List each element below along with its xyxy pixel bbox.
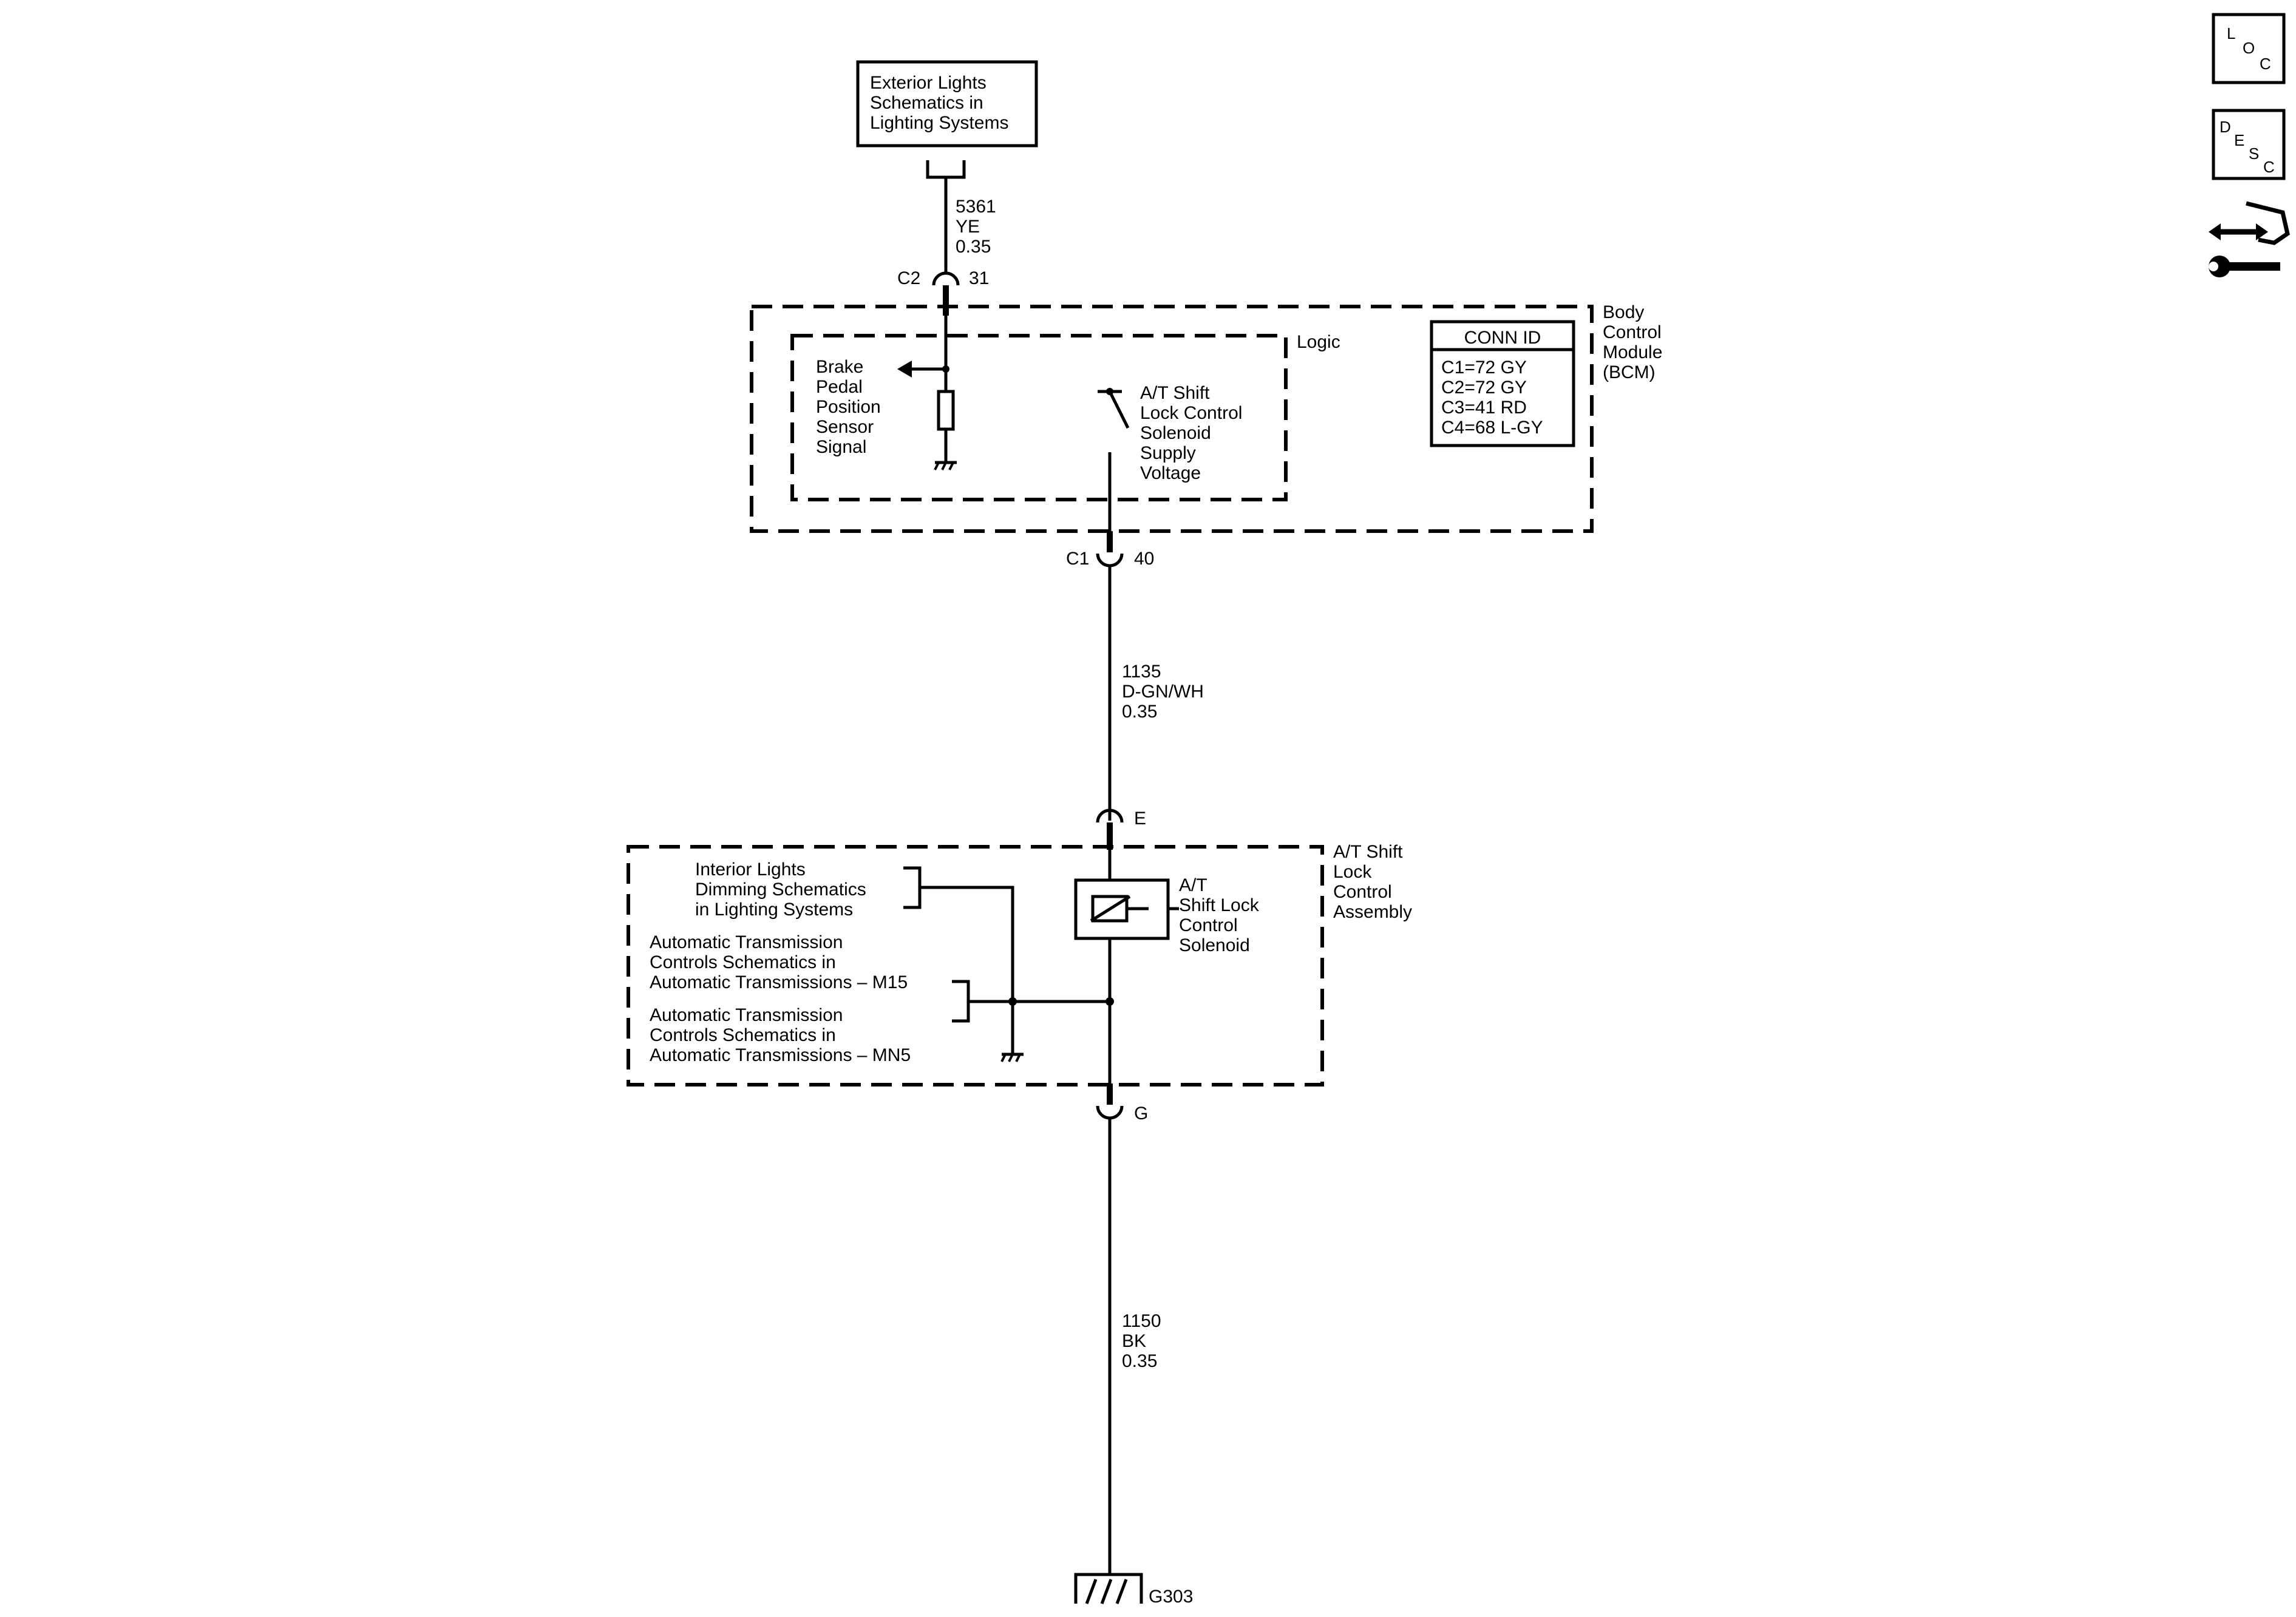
interior-ref-line-1: Interior Lights bbox=[695, 859, 806, 880]
supply-label-3: Solenoid bbox=[1140, 423, 1211, 443]
interior-ref-line-3: in Lighting Systems bbox=[695, 900, 853, 920]
exterior-lights-reference[interactable]: Exterior Lights Schematics in Lighting S… bbox=[856, 60, 1038, 147]
shift-lock-supply-switch[interactable] bbox=[1098, 388, 1130, 549]
solenoid-label-4: Solenoid bbox=[1179, 935, 1250, 955]
c1-label: C1 bbox=[1066, 549, 1089, 569]
bpp-label-1: Brake bbox=[816, 357, 863, 377]
mn5-ref-line-1: Automatic Transmission bbox=[650, 1005, 843, 1025]
conn-id-row-c2: C2=72 GY bbox=[1441, 378, 1527, 398]
wire-5361-circuit: 5361 bbox=[956, 197, 996, 217]
bcm-label-3: Module bbox=[1603, 342, 1662, 362]
assembly-label-3: Control bbox=[1333, 882, 1392, 902]
wire-1135-size: 0.35 bbox=[1122, 702, 1157, 722]
assembly-label-1: A/T Shift bbox=[1333, 842, 1403, 862]
wire-1150-color: BK bbox=[1122, 1331, 1146, 1351]
wire-1135-circuit: 1135 bbox=[1122, 662, 1161, 682]
wire-1135-color: D-GN/WH bbox=[1122, 682, 1204, 702]
conn-id-row-c3: C3=41 RD bbox=[1441, 398, 1527, 418]
mn5-ref-line-3: Automatic Transmissions – MN5 bbox=[650, 1045, 911, 1065]
wire-1150-size: 0.35 bbox=[1122, 1351, 1157, 1371]
bcm-label-4: (BCM) bbox=[1603, 362, 1656, 382]
transmission-mn5-reference[interactable]: Automatic Transmission Controls Schemati… bbox=[650, 1005, 911, 1065]
bpp-label-4: Sensor bbox=[816, 417, 874, 437]
conn-id-title: CONN ID bbox=[1464, 328, 1541, 348]
ground-g303-label: G303 bbox=[1149, 1587, 1193, 1607]
bpp-label-5: Signal bbox=[816, 437, 866, 457]
connector-wrench-icon[interactable] bbox=[2209, 201, 2290, 277]
mn5-ref-line-2: Controls Schematics in bbox=[650, 1025, 836, 1045]
logic-outline bbox=[790, 334, 1288, 501]
wire-5361-size: 0.35 bbox=[956, 237, 991, 257]
c1-pin: 40 bbox=[1134, 549, 1154, 569]
brake-pedal-sensor-circuit[interactable] bbox=[897, 316, 957, 470]
desc-letter-d: D bbox=[2220, 118, 2231, 136]
wire-1150-circuit: 1150 bbox=[1122, 1311, 1161, 1331]
interior-lights-feed-wire bbox=[920, 886, 1014, 1053]
loc-button[interactable]: L O C bbox=[2212, 13, 2286, 84]
exterior-ref-line-1: Exterior Lights bbox=[870, 73, 987, 93]
interior-ref-line-2: Dimming Schematics bbox=[695, 880, 866, 900]
supply-label-2: Lock Control bbox=[1140, 403, 1242, 423]
loc-letter-c: C bbox=[2260, 55, 2271, 73]
shift-lock-assembly-outline bbox=[627, 845, 1324, 1086]
logic-label: Logic bbox=[1297, 332, 1340, 352]
assembly-label-2: Lock bbox=[1333, 862, 1372, 882]
e-pin: E bbox=[1134, 808, 1146, 829]
desc-button[interactable]: D E S C bbox=[2212, 109, 2286, 180]
desc-letter-c: C bbox=[2263, 158, 2275, 176]
resistor-icon bbox=[937, 390, 955, 431]
conn-id-row-c1: C1=72 GY bbox=[1441, 358, 1527, 378]
shift-lock-solenoid[interactable] bbox=[1074, 850, 1179, 1086]
bpp-label-3: Position bbox=[816, 397, 881, 417]
transmission-bracket bbox=[952, 980, 970, 1023]
m15-ref-line-1: Automatic Transmission bbox=[650, 932, 843, 952]
c2-pin: 31 bbox=[969, 268, 989, 288]
transmission-m15-reference[interactable]: Automatic Transmission Controls Schemati… bbox=[650, 932, 908, 992]
loc-letter-o: O bbox=[2243, 39, 2255, 57]
g-pin: G bbox=[1134, 1103, 1148, 1124]
m15-ref-line-2: Controls Schematics in bbox=[650, 952, 836, 972]
connector-g[interactable] bbox=[1096, 1083, 1124, 1120]
ground-g303-icon[interactable] bbox=[1074, 1573, 1143, 1604]
ground-symbol-icon bbox=[934, 461, 957, 470]
supply-label-4: Supply bbox=[1140, 443, 1196, 463]
loc-letter-l: L bbox=[2227, 24, 2235, 42]
wire-5361-color: YE bbox=[956, 217, 980, 237]
bcm-label-2: Control bbox=[1603, 322, 1662, 342]
solenoid-label-1: A/T bbox=[1179, 875, 1207, 895]
solenoid-label-3: Control bbox=[1179, 915, 1238, 935]
desc-letter-e: E bbox=[2234, 131, 2244, 149]
arrow-left-icon bbox=[897, 361, 912, 378]
bcm-outline bbox=[750, 305, 1594, 533]
solenoid-label-2: Shift Lock bbox=[1179, 895, 1260, 915]
exterior-ref-line-3: Lighting Systems bbox=[870, 113, 1008, 133]
supply-label-5: Voltage bbox=[1140, 463, 1201, 483]
connector-c2[interactable] bbox=[932, 271, 960, 316]
desc-letter-s: S bbox=[2249, 144, 2259, 163]
connector-c1[interactable] bbox=[1096, 531, 1124, 568]
conn-id-row-c4: C4=68 L-GY bbox=[1441, 418, 1543, 438]
interior-lights-reference[interactable]: Interior Lights Dimming Schematics in Li… bbox=[695, 859, 922, 920]
m15-ref-line-3: Automatic Transmissions – M15 bbox=[650, 972, 908, 992]
assembly-ground-icon bbox=[1000, 1053, 1024, 1062]
conn-id-table: CONN ID C1=72 GY C2=72 GY C3=41 RD C4=68… bbox=[1430, 320, 1575, 447]
supply-label-1: A/T Shift bbox=[1140, 383, 1210, 403]
bpp-label-2: Pedal bbox=[816, 377, 863, 397]
c2-label: C2 bbox=[897, 268, 920, 288]
assembly-label-4: Assembly bbox=[1333, 902, 1412, 922]
bcm-label-1: Body bbox=[1603, 302, 1644, 322]
splice-left bbox=[1008, 997, 1017, 1006]
exterior-ref-line-2: Schematics in bbox=[870, 93, 983, 113]
reference-bracket bbox=[926, 160, 966, 179]
